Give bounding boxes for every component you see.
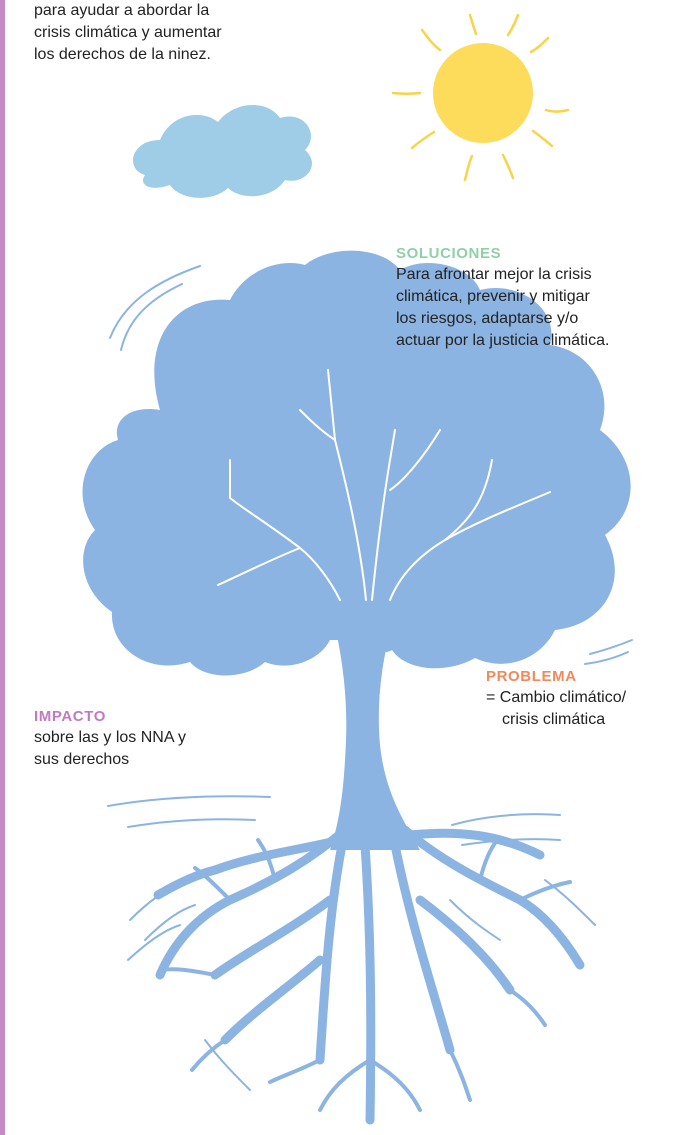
sun-icon <box>391 13 570 182</box>
tree-roots-icon <box>153 825 585 1125</box>
problema-heading: PROBLEMA <box>486 668 577 685</box>
impacto-line: sus derechos <box>34 751 130 768</box>
tree-branches-icon <box>217 369 551 601</box>
soluciones-block: SOLUCIONES Para afrontar mejor la crisis… <box>396 244 674 352</box>
intro-text: para ayudar a abordar la crisis climátic… <box>34 0 324 66</box>
problema-block: PROBLEMA = Cambio climático/ crisis clim… <box>486 667 671 731</box>
soluciones-line: actuar por la justicia climática. <box>396 332 610 349</box>
intro-line: crisis climática y aumentar <box>34 24 222 41</box>
tree-small-roots-icon <box>158 838 572 1112</box>
soluciones-line: climática, prevenir y mitigar <box>396 288 590 305</box>
intro-line: los derechos de la ninez. <box>34 46 211 63</box>
soluciones-line: Para afrontar mejor la crisis <box>396 266 592 283</box>
problema-line: crisis climática <box>502 711 606 728</box>
soluciones-heading: SOLUCIONES <box>396 245 502 262</box>
cloud-icon <box>133 104 312 198</box>
accent-bar <box>0 0 5 1135</box>
impacto-line: sobre las y los NNA y <box>34 729 187 746</box>
impacto-block: IMPACTO sobre las y los NNA y sus derech… <box>34 707 264 771</box>
tree-trunk-icon <box>328 600 420 850</box>
tree-crown-icon <box>82 250 631 676</box>
impacto-heading: IMPACTO <box>34 708 106 725</box>
soluciones-line: los riesgos, adaptarse y/o <box>396 310 579 327</box>
wind-lines-icon <box>107 265 633 1091</box>
problema-line: = Cambio climático/ <box>486 689 627 706</box>
intro-line: para ayudar a abordar la <box>34 2 210 19</box>
